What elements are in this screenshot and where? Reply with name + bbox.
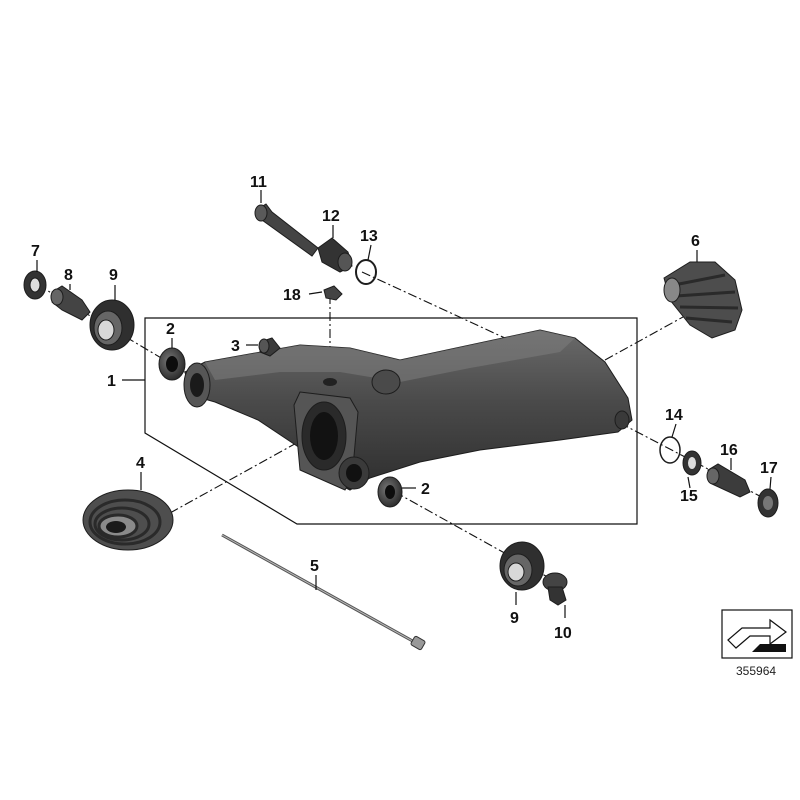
bushing-12-part <box>317 237 353 273</box>
cap-17-part <box>757 488 779 518</box>
callout-8: 8 <box>64 267 73 284</box>
rubber-stop-part <box>258 337 281 357</box>
assembly-frame <box>144 317 638 525</box>
callout-4: 4 <box>136 455 145 472</box>
o-ring-14-part <box>659 436 681 464</box>
reference-code: 355964 <box>736 664 776 678</box>
callout-9-lower: 9 <box>510 610 519 627</box>
bushing-2-lower <box>377 476 403 508</box>
o-ring-13-part <box>355 259 377 285</box>
callout-9-upper: 9 <box>109 267 118 284</box>
boot-6-part <box>663 261 743 339</box>
callout-18: 18 <box>283 287 301 304</box>
callout-1: 1 <box>107 373 116 390</box>
bearing-cap-9-upper <box>89 299 135 351</box>
callout-14: 14 <box>665 407 683 424</box>
callout-2-lower: 2 <box>421 481 430 498</box>
callout-7: 7 <box>31 243 40 260</box>
clip-18-part <box>323 285 343 301</box>
callout-2-upper: 2 <box>166 321 175 338</box>
callout-10: 10 <box>554 625 572 642</box>
bearing-cap-9-lower <box>499 541 545 591</box>
rubber-boot-part <box>82 489 174 551</box>
callout-11: 11 <box>250 174 267 191</box>
callout-13: 13 <box>360 228 378 245</box>
pivot-pin-10-part <box>542 572 568 606</box>
callout-17: 17 <box>760 460 778 477</box>
callout-15: 15 <box>680 488 698 505</box>
callout-3: 3 <box>231 338 240 355</box>
callout-6: 6 <box>691 233 700 250</box>
sleeve-8-part <box>50 285 91 321</box>
washer-15-part <box>682 450 702 476</box>
callout-12: 12 <box>322 208 340 225</box>
callout-5: 5 <box>310 558 319 575</box>
callout-leaders <box>36 190 772 618</box>
bushing-2-upper <box>158 347 186 381</box>
washer-7-part <box>23 270 47 300</box>
bolt-11-part <box>254 203 319 257</box>
callout-labels: 1 2 2 3 4 5 6 7 8 9 9 10 11 12 13 14 15 … <box>31 174 778 642</box>
sleeve-16-part <box>706 463 751 498</box>
reference-symbol: 355964 <box>721 609 793 678</box>
cable-tie-part <box>221 533 426 651</box>
swing-arm-part <box>183 329 633 491</box>
callout-16: 16 <box>720 442 738 459</box>
